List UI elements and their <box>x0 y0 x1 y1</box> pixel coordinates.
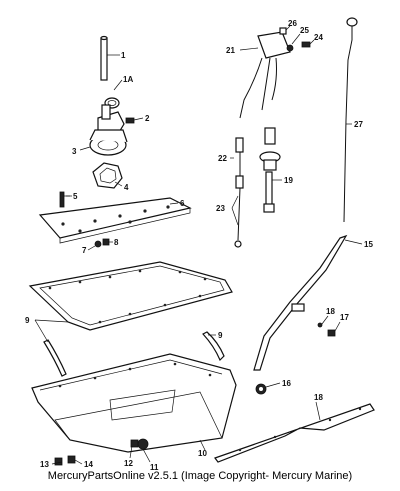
callout-23: 24 <box>314 33 323 42</box>
pump-screw <box>125 117 135 124</box>
drain-plug <box>130 438 149 450</box>
front-seal <box>202 331 225 362</box>
sender-adapter <box>263 171 275 213</box>
oil-pan-gasket <box>28 261 233 331</box>
callout-18-upper: 19 <box>284 176 293 185</box>
callout-2: 2 <box>145 114 150 123</box>
callout-24: 25 <box>300 26 309 35</box>
pump-gasket <box>92 162 123 189</box>
callout-18-lower: 18 <box>314 393 323 402</box>
callout-20: 21 <box>226 46 235 55</box>
oil-sender <box>259 127 281 171</box>
callout-21: 22 <box>218 154 227 163</box>
windage-tray <box>38 197 192 244</box>
pan-bolts <box>54 455 76 466</box>
callout-3: 1 <box>121 51 126 60</box>
callout-6: 7 <box>82 246 87 255</box>
pan-side-gasket <box>214 403 375 463</box>
stud <box>59 191 65 208</box>
callout-25: 26 <box>288 19 297 28</box>
wire-connector <box>235 137 244 153</box>
copyright-caption: MercuryPartsOnline v2.5.1 (Image Copyrig… <box>47 470 353 482</box>
callout-9-left: 9 <box>25 316 30 325</box>
tube-grommet <box>255 383 267 395</box>
callout-labels: 1 1A 2 3 4 5 6 7 8 9 9 10 11 12 13 14 15… <box>25 19 373 472</box>
callout-16: 17 <box>340 313 349 322</box>
leader-lines <box>34 25 363 465</box>
callout-4: 1A <box>123 75 133 84</box>
dipstick <box>343 17 358 223</box>
dipstick-tube <box>253 234 348 371</box>
callout-10: 12 <box>124 459 133 468</box>
callout-14: 15 <box>364 240 373 249</box>
rear-seal <box>43 339 67 377</box>
callout-7: 8 <box>114 238 119 247</box>
tube-clamp-screw <box>317 322 336 337</box>
callout-8: 10 <box>198 449 207 458</box>
callout-15: 16 <box>282 379 291 388</box>
callout-9-right: 9 <box>218 331 223 340</box>
callout-11: 11 <box>150 463 159 472</box>
callout-26: 5 <box>73 192 78 201</box>
callout-27: 27 <box>354 120 363 129</box>
oil-pan <box>31 353 237 453</box>
callout-1a: 4 <box>124 183 129 192</box>
callout-1: 3 <box>72 147 77 156</box>
callout-5: 6 <box>180 199 185 208</box>
callout-12: 13 <box>40 460 49 469</box>
callout-13: 14 <box>84 460 93 469</box>
oil-pump <box>89 104 128 156</box>
oil-pressure-switch <box>239 27 311 119</box>
callout-17: 18 <box>326 307 335 316</box>
nut-and-washer <box>94 238 110 248</box>
pickup-tube <box>100 35 108 81</box>
callout-22: 23 <box>216 204 225 213</box>
harness-lead <box>234 152 244 248</box>
